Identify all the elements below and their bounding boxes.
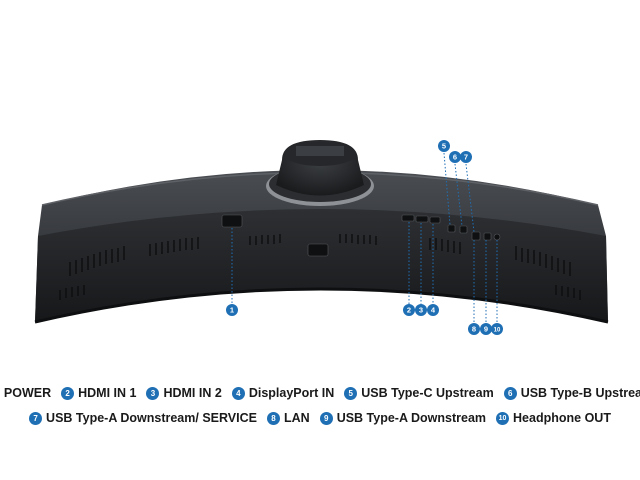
port-number-badge: 3 — [146, 386, 160, 400]
legend-label: USB Type-C Upstream — [361, 386, 494, 400]
port-number-badge: 9 — [319, 411, 333, 425]
port-number-badge: 2 — [61, 386, 75, 400]
stand-neck — [266, 140, 374, 206]
svg-text:9: 9 — [484, 325, 488, 334]
callout-badge-5: 5 — [438, 140, 450, 152]
legend-label: POWER — [3, 386, 52, 400]
legend-label: DisplayPort IN — [248, 386, 335, 400]
legend-label: LAN — [283, 411, 310, 425]
legend-label: HDMI IN 1 — [78, 386, 137, 400]
svg-text:10: 10 — [494, 328, 501, 334]
legend-label: Headphone OUT — [513, 411, 611, 425]
monitor-body — [34, 140, 609, 324]
callout-badge-10: 10 — [491, 323, 503, 335]
port-number-badge: 8 — [266, 411, 280, 425]
port-panel — [221, 214, 501, 257]
svg-text:7: 7 — [464, 153, 468, 162]
callout-badge-9: 9 — [480, 323, 492, 335]
svg-text:1: 1 — [230, 306, 234, 315]
callout-lines — [231, 152, 498, 322]
vent-slots — [59, 234, 581, 300]
svg-text:4: 4 — [431, 306, 436, 315]
legend-label: USB Type-B Upstream — [520, 386, 640, 400]
port-number-badge: 4 — [231, 386, 245, 400]
svg-text:3: 3 — [419, 306, 423, 315]
legend-item-power: 1POWER — [0, 386, 51, 400]
callout-badge-6: 6 — [449, 151, 461, 163]
callout-badge-1: 1 — [226, 304, 238, 316]
callout-badge-8: 8 — [468, 323, 480, 335]
callout-badge-2: 2 — [403, 304, 415, 316]
callout-badge-4: 4 — [427, 304, 439, 316]
callout-badge-3: 3 — [415, 304, 427, 316]
port-number-badge: 6 — [503, 386, 517, 400]
port-number-badge: 7 — [29, 411, 43, 425]
svg-text:6: 6 — [453, 153, 457, 162]
port-number-badge: 10 — [496, 411, 510, 425]
callout-badge-7: 7 — [460, 151, 472, 163]
legend-label: USB Type-A Downstream/ SERVICE — [46, 411, 257, 425]
legend-label: USB Type-A Downstream — [336, 411, 487, 425]
legend-label: HDMI IN 2 — [163, 386, 222, 400]
svg-text:8: 8 — [472, 325, 476, 334]
svg-text:2: 2 — [407, 306, 411, 315]
svg-text:5: 5 — [442, 142, 446, 151]
port-number-badge: 5 — [344, 386, 358, 400]
